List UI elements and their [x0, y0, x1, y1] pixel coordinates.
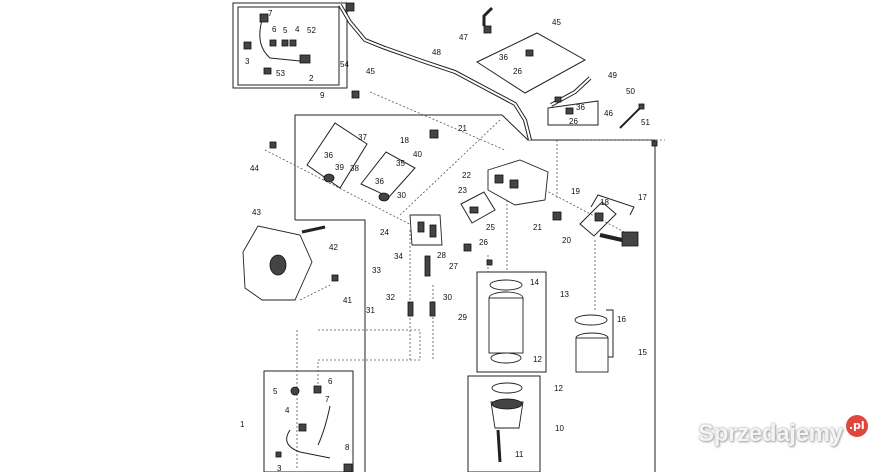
callout: 36	[324, 151, 333, 160]
callout: 39	[335, 163, 344, 172]
callout: 28	[437, 251, 446, 260]
callout: 48	[432, 48, 441, 57]
callout: 5	[283, 26, 288, 35]
callout: 12	[554, 384, 563, 393]
callout: 43	[252, 208, 261, 217]
callout: 44	[250, 164, 259, 173]
callout: 47	[459, 33, 468, 42]
callout: 26	[569, 117, 578, 126]
callout: 49	[608, 71, 617, 80]
callout: 18	[600, 198, 609, 207]
callout: 17	[638, 193, 647, 202]
callout: 30	[397, 191, 406, 200]
callout: 4	[295, 25, 300, 34]
callout: 27	[449, 262, 458, 271]
callout: 26	[513, 67, 522, 76]
callout: 23	[458, 186, 467, 195]
callout: 24	[380, 228, 389, 237]
callout: 18	[400, 136, 409, 145]
callout: 4	[285, 406, 290, 415]
callout: 36	[576, 103, 585, 112]
callout: 19	[571, 187, 580, 196]
callout: 42	[329, 243, 338, 252]
frames	[232, 2, 656, 472]
callout: 32	[386, 293, 395, 302]
callout: 38	[350, 164, 359, 173]
callout: 14	[530, 278, 539, 287]
callout: 40	[413, 150, 422, 159]
callout: 22	[462, 171, 471, 180]
callout: 29	[458, 313, 467, 322]
callout: 3	[277, 464, 282, 472]
callout: 31	[366, 306, 375, 315]
callout: 41	[343, 296, 352, 305]
callout: 33	[372, 266, 381, 275]
callout: 16	[617, 315, 626, 324]
watermark: Sprzedajemy .pl	[698, 415, 868, 448]
watermark-logo: Sprzedajemy	[698, 420, 843, 447]
callout: 6	[272, 25, 277, 34]
callout: 11	[515, 450, 524, 459]
callout-labels: 7 6 5 4 52 3 53 2 54 45 47 36 26 48 49 3…	[240, 9, 650, 472]
callout: 34	[394, 252, 403, 261]
callout: 7	[325, 395, 330, 404]
callout: 12	[533, 355, 542, 364]
callout: 20	[562, 236, 571, 245]
callout: 51	[641, 118, 650, 127]
callout: 3	[245, 57, 250, 66]
callout: 13	[560, 290, 569, 299]
callout: 8	[345, 443, 350, 452]
callout: 9	[320, 91, 325, 100]
watermark-badge: .pl	[845, 415, 868, 437]
callout: 25	[486, 223, 495, 232]
callout: 52	[307, 26, 316, 35]
callout: 50	[626, 87, 635, 96]
callout: 5	[273, 387, 278, 396]
callout: 15	[638, 348, 647, 357]
callout: 7	[268, 9, 273, 18]
callout: 6	[328, 377, 333, 386]
callout: 36	[375, 177, 384, 186]
fuel-pipe	[338, 3, 643, 141]
callout: 26	[479, 238, 488, 247]
callout: 37	[358, 133, 367, 142]
callout: 30	[443, 293, 452, 302]
callout: 1	[240, 420, 245, 429]
callout: 46	[604, 109, 613, 118]
callout: 21	[458, 124, 467, 133]
callout: 53	[276, 69, 285, 78]
callout: 35	[396, 159, 405, 168]
parts	[242, 2, 658, 472]
callout: 45	[366, 67, 375, 76]
callout: 21	[533, 223, 542, 232]
callout: 54	[340, 60, 349, 69]
callout: 45	[552, 18, 561, 27]
callout: 36	[499, 53, 508, 62]
callout: 10	[555, 424, 564, 433]
assembly-lines	[264, 91, 665, 470]
callout: 2	[309, 74, 314, 83]
